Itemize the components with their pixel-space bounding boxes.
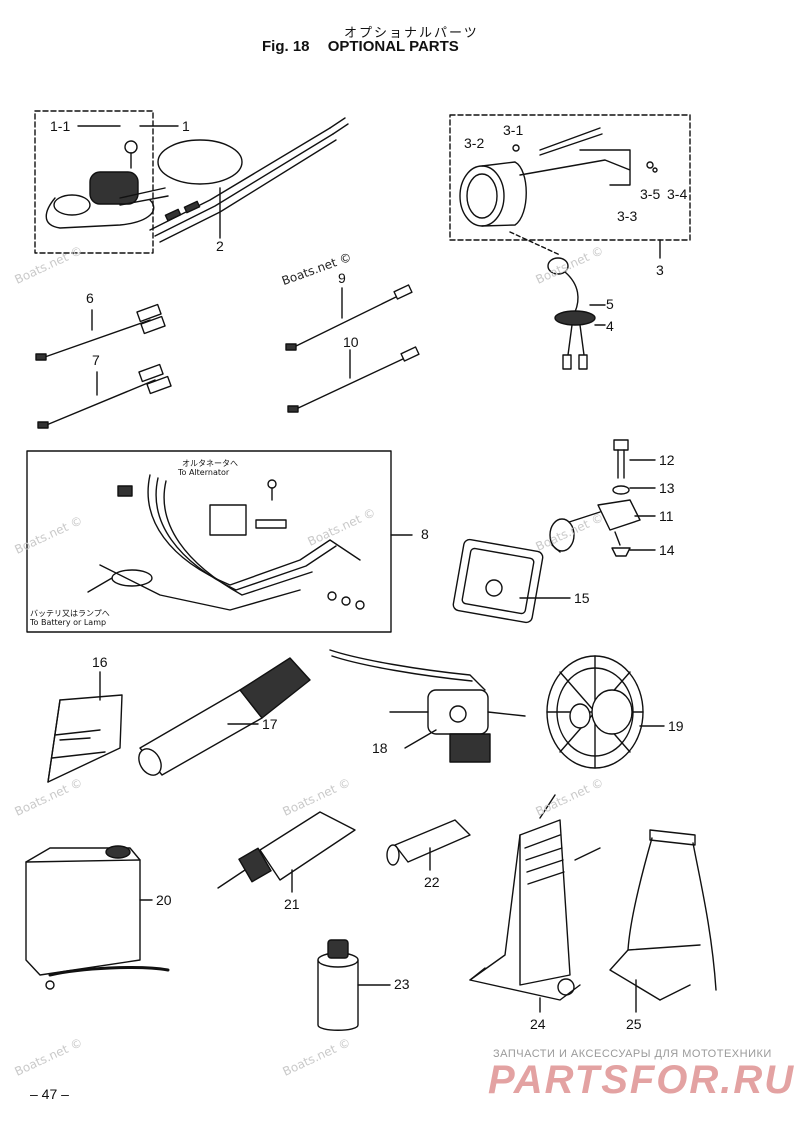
callout-5: 5 [606, 296, 614, 312]
title-japanese: オプショナルパーツ [344, 26, 479, 41]
figure-caption: OPTIONAL PARTS [327, 38, 459, 55]
part-17-tiller-grip [138, 657, 311, 776]
part-3-tachometer [459, 127, 658, 227]
group-box-1 [34, 110, 154, 254]
brand-logo: PARTSFOR.RU [488, 1058, 796, 1102]
callout-3-2: 3-2 [464, 135, 485, 151]
figure-title: Fig. 18 OPTIONAL PARTS [262, 38, 459, 55]
callout-3-3: 3-3 [617, 208, 638, 224]
part-16-manual [47, 694, 123, 783]
part-25-motor-stand [609, 829, 717, 1001]
callout-18: 18 [372, 740, 388, 756]
callout-2: 2 [216, 238, 224, 254]
callout-19: 19 [668, 718, 684, 734]
callout-22: 22 [424, 874, 440, 890]
part-23-oil-can [317, 939, 359, 1031]
part-8-wiring-kit [87, 474, 365, 611]
callout-3-1: 3-1 [503, 122, 524, 138]
callout-21: 21 [284, 896, 300, 912]
part-19-flywheel [546, 655, 644, 769]
callout-1-1: 1-1 [50, 118, 71, 134]
part-22-small-tube [386, 819, 471, 866]
callout-8: 8 [421, 526, 429, 542]
callout-13: 13 [659, 480, 675, 496]
note-to-battery-jp: バッテリ又はランプへ [30, 609, 110, 618]
callout-3: 3 [656, 262, 664, 278]
callout-7: 7 [92, 352, 100, 368]
callout-11: 11 [659, 508, 674, 524]
part-2-harness [149, 117, 349, 243]
callout-9: 9 [338, 270, 346, 286]
callout-23: 23 [394, 976, 410, 992]
figure-number: Fig. 18 [262, 38, 310, 55]
leader-18 [404, 729, 437, 749]
part-7-cable [37, 363, 172, 429]
callout-3-5: 3-5 [640, 186, 661, 202]
callout-10: 10 [343, 334, 359, 350]
part-20-fuel-tank [25, 845, 170, 990]
part-6-cable [35, 303, 166, 361]
callout-25: 25 [626, 1016, 642, 1032]
part-11-15-bracket [452, 439, 641, 624]
callout-20: 20 [156, 892, 172, 908]
callout-16: 16 [92, 654, 108, 670]
part-9-cable [285, 284, 413, 351]
callout-24: 24 [530, 1016, 546, 1032]
callout-12: 12 [659, 452, 675, 468]
group-box-8 [26, 450, 392, 633]
part-18-fuel-connector [329, 649, 526, 763]
note-to-alternator: To Alternator [178, 468, 230, 477]
callout-3-4: 3-4 [667, 186, 688, 202]
page-number: – 47 – [30, 1086, 69, 1102]
callout-17: 17 [262, 716, 278, 732]
part-24-motor-carrier [469, 794, 601, 1001]
callout-14: 14 [659, 542, 675, 558]
part-4-5-grommet-cable [547, 257, 596, 370]
part-21-grease-tube [217, 811, 356, 889]
callout-15: 15 [574, 590, 590, 606]
note-to-alternator-jp: オルタネータへ [182, 459, 238, 468]
brand-tagline: ЗАПЧАСТИ И АКСЕССУАРЫ ДЛЯ МОТОТЕХНИКИ [493, 1048, 772, 1060]
group-box-3 [449, 114, 691, 241]
part-1-stator-coil [45, 140, 169, 229]
callout-4: 4 [606, 318, 614, 334]
part-10-cable [287, 346, 420, 413]
note-to-battery: To Battery or Lamp [30, 618, 107, 627]
callout-1: 1 [182, 118, 190, 134]
callout-6: 6 [86, 290, 94, 306]
